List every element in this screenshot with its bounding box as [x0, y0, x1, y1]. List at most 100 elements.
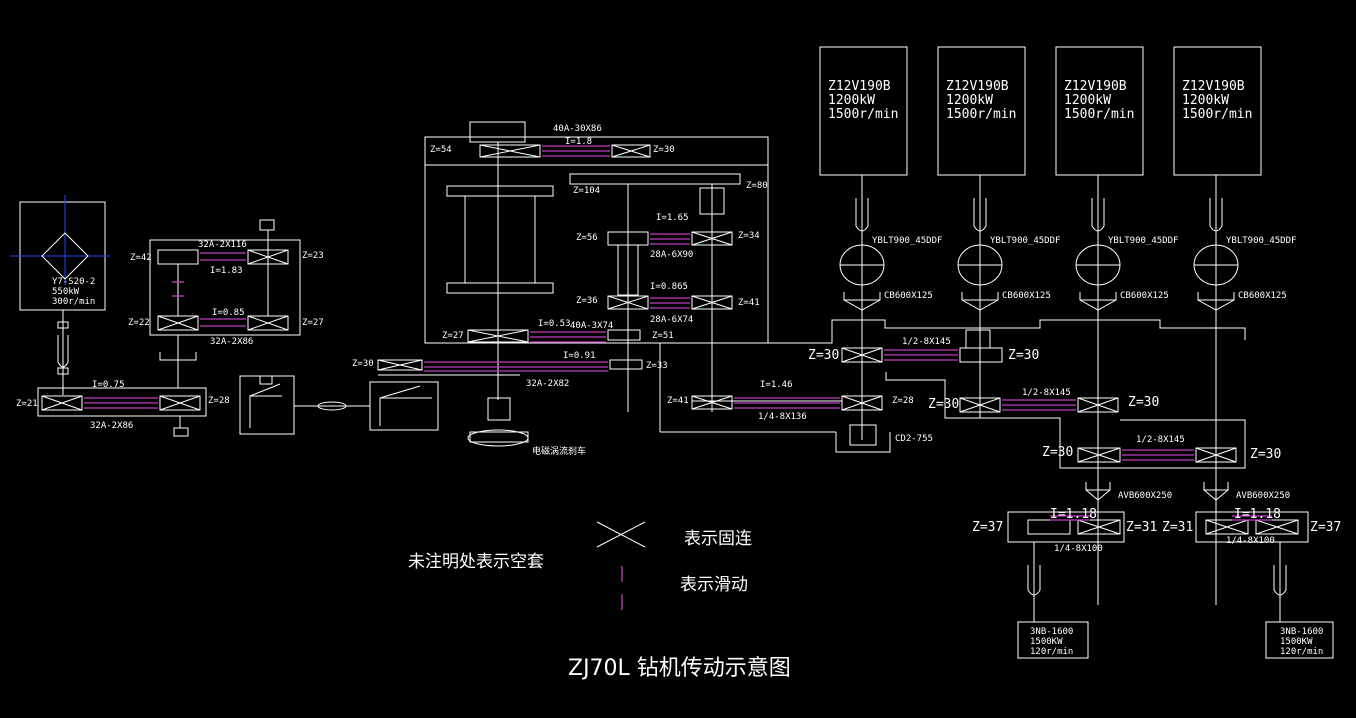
pump-1: 3NB-1600 1500KW 120r/min: [1017, 621, 1089, 659]
label-z23: Z=23: [302, 251, 324, 261]
label-z30d1: Z=30: [928, 397, 959, 412]
label-chain-5: 28A-6X90: [650, 250, 693, 260]
label-z104: Z=104: [573, 186, 600, 196]
label-z28a: Z=28: [208, 396, 230, 406]
label-z27b: Z=27: [442, 331, 464, 341]
brake-label: CD2-755: [895, 434, 933, 444]
label-z30e2: Z=30: [1250, 447, 1281, 462]
pump-2-model: 3NB-1600: [1280, 627, 1323, 637]
clutch-label-2: CB600X125: [1002, 291, 1051, 301]
label-i18: I=1.8: [565, 137, 592, 147]
label-z41b: Z=41: [667, 396, 689, 406]
label-z30c1: Z=30: [808, 348, 839, 363]
converter-label-2: YBLT900_45DDF: [990, 236, 1060, 246]
label-z27a: Z=27: [302, 318, 324, 328]
label-z42: Z=42: [130, 253, 152, 263]
engine-3-power: 1200kW: [1064, 93, 1111, 108]
label-i053: I=0.53: [538, 319, 571, 329]
label-z51: Z=51: [652, 331, 674, 341]
engine-2-speed: 1500r/min: [946, 107, 1016, 122]
drawworks: Z=54 Z=30 40A-30X86 I=1.8 Z=104 Z=80 I=1…: [352, 121, 914, 457]
shaft-link: [294, 401, 370, 411]
label-chain-11: 1/2-8X145: [1022, 388, 1071, 398]
compound-box: CD2-755 Z=30 Z=30 1/2-8X145 Z=30 Z=30 1/…: [767, 319, 1281, 605]
pump-2: 3NB-1600 1500KW 120r/min: [1265, 621, 1334, 659]
engine-4-model: Z12V190B: [1182, 79, 1245, 94]
pump-box-1: AVB600X250 Z=37 Z=31 I=1.18 1/4-8X100: [972, 482, 1172, 622]
label-i193: I=1.83: [210, 266, 243, 276]
motor-power: 550kW: [52, 287, 80, 297]
engine-1-speed: 1500r/min: [828, 107, 898, 122]
label-z56: Z=56: [576, 233, 598, 243]
label-chain-7: 40A-3X74: [570, 321, 613, 331]
pump-1-speed: 120r/min: [1030, 647, 1073, 657]
engine-4-speed: 1500r/min: [1182, 107, 1252, 122]
motor-coupling: [57, 310, 69, 395]
engine-1-model: Z12V190B: [828, 79, 891, 94]
converter-label-3: YBLT900_45DDF: [1108, 236, 1178, 246]
diagram-title: ZJ70L 钻机传动示意图: [568, 656, 791, 681]
label-chain-9: 1/4-8X136: [758, 412, 807, 422]
label-chain-3: 32A-2X86: [210, 337, 253, 347]
pump-2-speed: 120r/min: [1280, 647, 1323, 657]
label-z37b: Z=37: [1310, 520, 1341, 535]
engine-group: Z12V190B1200kW1500r/minYBLT900_45DDFCB60…: [819, 46, 1296, 320]
label-z37a: Z=37: [972, 520, 1003, 535]
label-z34: Z=34: [738, 231, 760, 241]
engine-3: Z12V190B1200kW1500r/minYBLT900_45DDFCB60…: [1055, 46, 1178, 320]
label-z21: Z=21: [16, 399, 38, 409]
engine-3-model: Z12V190B: [1064, 79, 1127, 94]
pump-1-power: 1500KW: [1030, 637, 1063, 647]
legend-sliding: 表示滑动: [680, 575, 748, 595]
label-chain-14: 1/4-8X100: [1226, 536, 1275, 546]
label-z28b: Z=28: [892, 396, 914, 406]
label-chain-2: 32A-2X116: [198, 240, 247, 250]
legend: 表示固连 表示滑动 未注明处表示空套: [408, 521, 752, 610]
label-i118a: I=1.18: [1050, 507, 1097, 522]
label-i0865: I=0.865: [650, 282, 688, 292]
label-z31b: Z=31: [1162, 520, 1193, 535]
label-chain-8: 32A-2X82: [526, 379, 569, 389]
clutch-label-4: CB600X125: [1238, 291, 1287, 301]
engine-2-power: 1200kW: [946, 93, 993, 108]
converter-label-4: YBLT900_45DDF: [1226, 236, 1296, 246]
motor-model: Y7-S20-2: [52, 277, 95, 287]
label-z30d2: Z=30: [1128, 395, 1159, 410]
gearbox-1: Z=21 Z=28 I=0.75 32A-2X86: [16, 380, 230, 437]
label-chain-6: 28A-6X74: [650, 315, 693, 325]
label-z30c2: Z=30: [1008, 348, 1039, 363]
engine-1-power: 1200kW: [828, 93, 875, 108]
label-i075: I=0.75: [92, 380, 125, 390]
engine-4-power: 1200kW: [1182, 93, 1229, 108]
pump-1-model: 3NB-1600: [1030, 627, 1073, 637]
label-chain-12: 1/2-8X145: [1136, 435, 1185, 445]
label-chain-10: 1/2-8X145: [902, 337, 951, 347]
motor-small: Y7-S20-2 550kW 300r/min: [10, 195, 110, 311]
label-z31a: Z=31: [1126, 520, 1157, 535]
label-z80: Z=80: [746, 181, 768, 191]
angle-box-2: [369, 381, 439, 431]
clutch-label-1: CB600X125: [884, 291, 933, 301]
engine-2-model: Z12V190B: [946, 79, 1009, 94]
label-z33: Z=33: [646, 361, 668, 371]
label-i165: I=1.65: [656, 213, 689, 223]
motor-speed: 300r/min: [52, 297, 95, 307]
label-z30top: Z=30: [653, 145, 675, 155]
label-z22: Z=22: [128, 318, 150, 328]
eddy-brake-label: 电磁涡流刹车: [532, 445, 586, 457]
label-i085: I=0.85: [212, 308, 245, 318]
converter-label-1: YBLT900_45DDF: [872, 236, 942, 246]
angle-box-1: [239, 375, 295, 435]
engine-3-speed: 1500r/min: [1064, 107, 1134, 122]
label-z36: Z=36: [576, 296, 598, 306]
label-i146: I=1.46: [760, 380, 793, 390]
avb-label-1: AVB600X250: [1118, 491, 1172, 501]
label-z54: Z=54: [430, 145, 452, 155]
avb-label-2: AVB600X250: [1236, 491, 1290, 501]
legend-fixed: 表示固连: [684, 529, 752, 549]
label-chain-13: 1/4-8X100: [1054, 544, 1103, 554]
pump-box-2: AVB600X250 Z=31 Z=37 I=1.18 1/4-8X100: [1162, 482, 1341, 622]
